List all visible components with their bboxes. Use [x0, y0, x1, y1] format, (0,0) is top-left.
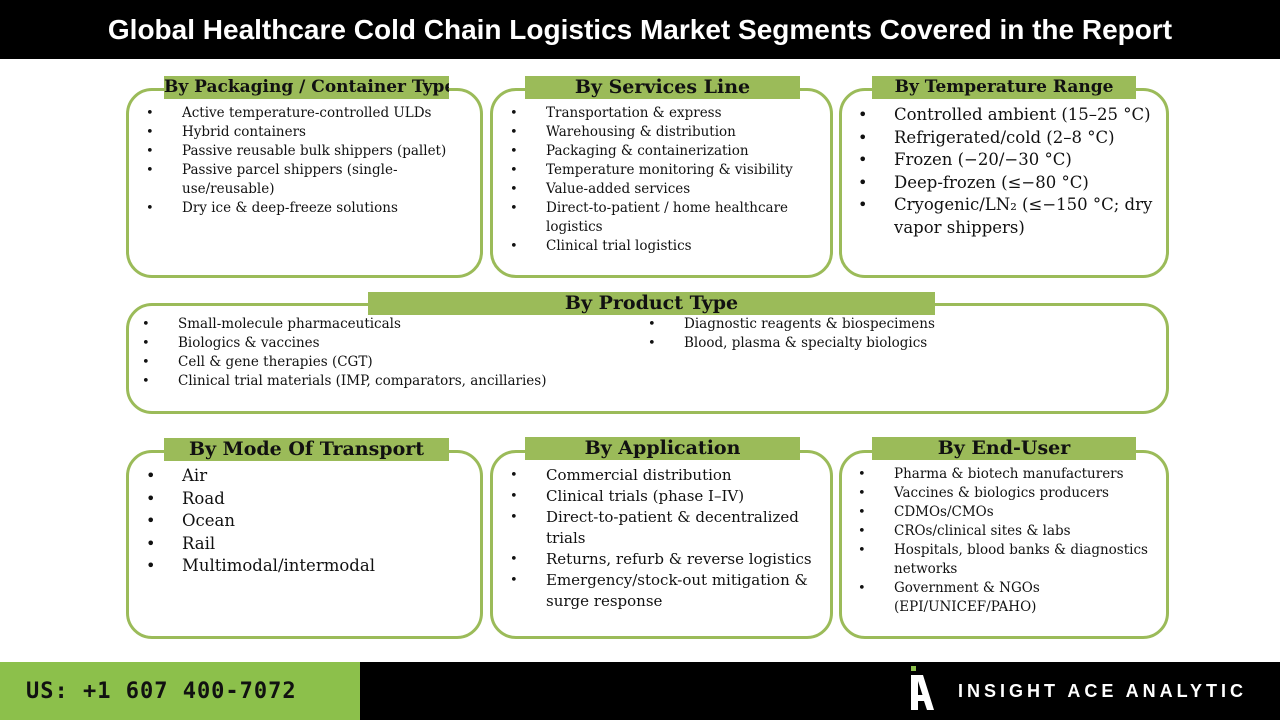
list-item: Controlled ambient (15–25 °C)	[858, 104, 1158, 127]
list-item: Biologics & vaccines	[142, 334, 622, 353]
list-item: Vaccines & biologics producers	[858, 484, 1158, 503]
list-item: Diagnostic reagents & biospecimens	[648, 315, 1128, 334]
segment-list-transport: Air Road Ocean Rail Multimodal/intermoda…	[146, 465, 466, 578]
list-item: Warehousing & distribution	[510, 123, 820, 142]
list-item: Direct-to-patient & decentralized trials	[510, 507, 820, 549]
list-item: Cryogenic/LN₂ (≤−150 °C; dry vapor shipp…	[858, 194, 1158, 239]
list-item: Temperature monitoring & visibility	[510, 161, 820, 180]
list-item: Hybrid containers	[146, 123, 466, 142]
segment-list-product-left: Small-molecule pharmaceuticals Biologics…	[142, 315, 622, 391]
segment-list-application: Commercial distribution Clinical trials …	[510, 465, 820, 612]
list-item: Refrigerated/cold (2–8 °C)	[858, 127, 1158, 150]
segment-title-transport: By Mode Of Transport	[164, 438, 449, 461]
list-item: Value-added services	[510, 180, 820, 199]
segment-title-application: By Application	[525, 437, 800, 460]
list-item: Transportation & express	[510, 104, 820, 123]
list-item: Pharma & biotech manufacturers	[858, 465, 1158, 484]
segment-title-services: By Services Line	[525, 76, 800, 99]
segment-list-product-right: Diagnostic reagents & biospecimens Blood…	[648, 315, 1128, 353]
list-item: Rail	[146, 533, 466, 556]
list-item: Small-molecule pharmaceuticals	[142, 315, 622, 334]
list-item: Clinical trial materials (IMP, comparato…	[142, 372, 622, 391]
list-item: Active temperature-controlled ULDs	[146, 104, 466, 123]
segment-title-temperature: By Temperature Range	[872, 76, 1136, 99]
list-item: Packaging & containerization	[510, 142, 820, 161]
list-item: Government & NGOs (EPI/UNICEF/PAHO)	[858, 579, 1158, 617]
segment-list-packaging: Active temperature-controlled ULDs Hybri…	[146, 104, 466, 218]
segment-title-product: By Product Type	[368, 292, 935, 315]
list-item: Deep-frozen (≤−80 °C)	[858, 172, 1158, 195]
list-item: Frozen (−20/−30 °C)	[858, 149, 1158, 172]
brand-name: INSIGHT ACE ANALYTIC	[958, 680, 1248, 701]
list-item: Dry ice & deep-freeze solutions	[146, 199, 466, 218]
page-title: Global Healthcare Cold Chain Logistics M…	[0, 0, 1280, 59]
list-item: CROs/clinical sites & labs	[858, 522, 1158, 541]
list-item: Hospitals, blood banks & diagnostics net…	[858, 541, 1158, 579]
list-item: Air	[146, 465, 466, 488]
insight-ace-logo-icon	[911, 666, 934, 710]
list-item: Clinical trial logistics	[510, 237, 820, 256]
list-item: Returns, refurb & reverse logistics	[510, 549, 820, 570]
list-item: CDMOs/CMOs	[858, 503, 1158, 522]
segment-list-enduser: Pharma & biotech manufacturers Vaccines …	[858, 465, 1158, 617]
list-item: Cell & gene therapies (CGT)	[142, 353, 622, 372]
list-item: Blood, plasma & specialty biologics	[648, 334, 1128, 353]
list-item: Multimodal/intermodal	[146, 555, 466, 578]
segment-list-services: Transportation & express Warehousing & d…	[510, 104, 820, 256]
list-item: Passive parcel shippers (single-use/reus…	[146, 161, 416, 199]
list-item: Clinical trials (phase I–IV)	[510, 486, 820, 507]
footer-brand-bar: INSIGHT ACE ANALYTIC	[360, 662, 1280, 720]
segment-list-temperature: Controlled ambient (15–25 °C) Refrigerat…	[858, 104, 1158, 239]
segment-title-enduser: By End-User	[872, 437, 1136, 460]
list-item: Road	[146, 488, 466, 511]
list-item: Direct-to-patient / home healthcare logi…	[510, 199, 820, 237]
list-item: Passive reusable bulk shippers (pallet)	[146, 142, 466, 161]
list-item: Ocean	[146, 510, 466, 533]
list-item: Emergency/stock-out mitigation & surge r…	[510, 570, 820, 612]
segment-title-packaging: By Packaging / Container Type	[164, 76, 449, 99]
list-item: Commercial distribution	[510, 465, 820, 486]
contact-phone: US: +1 607 400-7072	[0, 662, 360, 720]
